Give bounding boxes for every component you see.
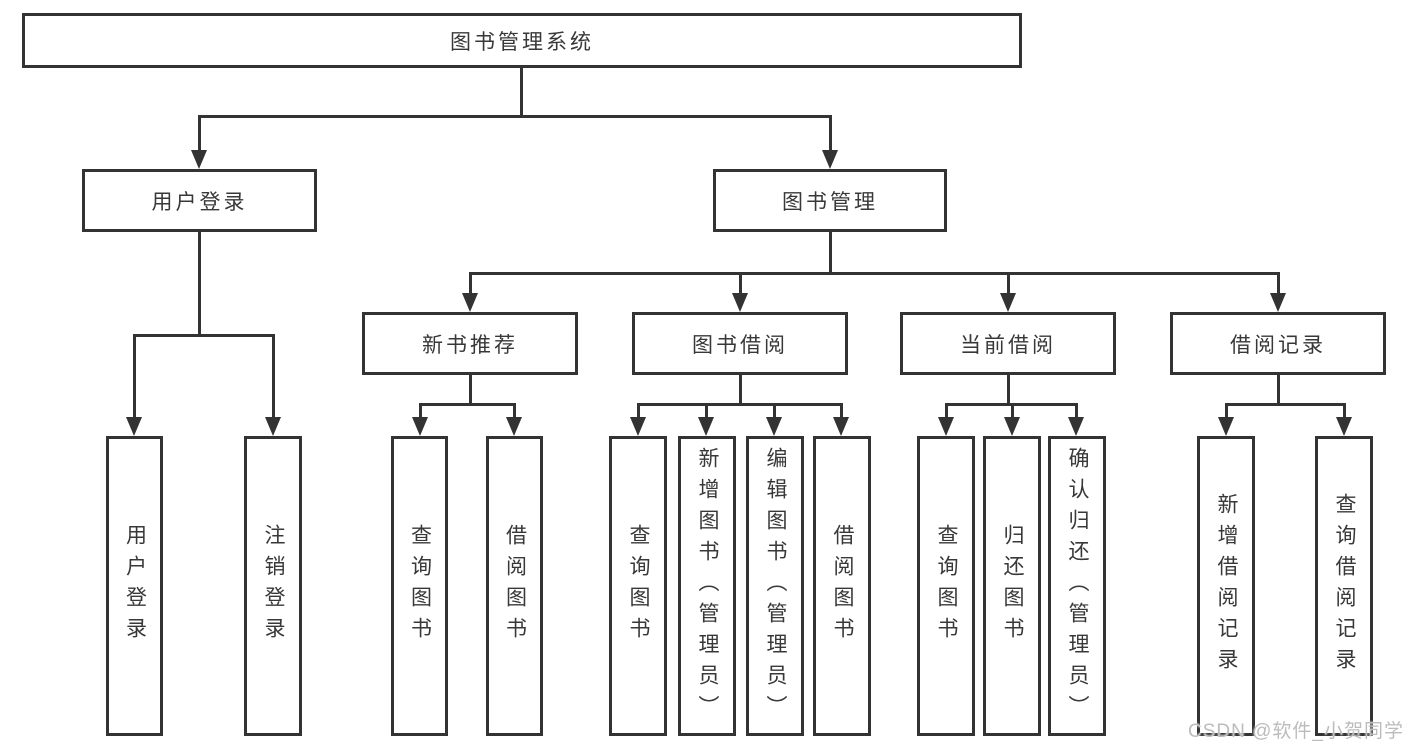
arrow-down-icon — [462, 293, 478, 312]
arrow-down-icon — [191, 150, 207, 169]
leaf-label: 查询图书 — [935, 524, 958, 648]
node-label: 用户登录 — [151, 190, 248, 214]
arrow-down-icon — [126, 417, 142, 436]
csdn-watermark: CSDN @软件_小贺同学 — [1188, 721, 1404, 742]
leaf-label: 借阅图书 — [503, 524, 527, 648]
connector-stem — [739, 375, 742, 406]
node-book-borrowing: 图书借阅 — [632, 312, 848, 375]
leaf-return-books: 归还图书 — [983, 436, 1041, 736]
connector-drop — [1225, 403, 1228, 419]
connector-drop — [705, 403, 708, 419]
arrow-down-icon — [630, 417, 646, 436]
connector-rail — [1225, 403, 1344, 406]
node-label: 当前借阅 — [960, 333, 1056, 357]
arrow-down-icon — [938, 417, 954, 436]
leaf-query-books-3: 查询图书 — [917, 436, 975, 736]
leaf-label: 新增图书（管理员） — [696, 446, 719, 726]
leaf-label: 新增借阅记录 — [1215, 493, 1238, 679]
leaf-label: 查询图书 — [408, 524, 432, 648]
leaf-borrow-books-1: 借阅图书 — [486, 436, 543, 736]
arrow-down-icon — [822, 150, 838, 169]
leaf-label: 用户登录 — [123, 524, 147, 648]
node-new-book-recommendation: 新书推荐 — [362, 312, 578, 375]
connector-drop — [945, 403, 948, 419]
node-current-borrowing: 当前借阅 — [900, 312, 1116, 375]
connector-level1-rail — [198, 115, 832, 118]
leaf-label: 查询借阅记录 — [1333, 493, 1356, 679]
connector-drop — [739, 272, 742, 294]
connector-drop — [198, 115, 201, 151]
leaf-query-books-2: 查询图书 — [609, 436, 667, 736]
leaf-label: 确认归还（管理员） — [1066, 446, 1089, 726]
node-label: 借阅记录 — [1230, 333, 1326, 357]
arrow-down-icon — [265, 417, 281, 436]
connector-drop — [1011, 403, 1014, 419]
connector-rail — [419, 403, 515, 406]
connector-drop — [272, 334, 275, 419]
connector-root-stem — [520, 68, 523, 117]
connector-book-mgmt-stem — [829, 232, 832, 275]
connector-drop — [1075, 403, 1078, 419]
node-label: 图书管理系统 — [450, 30, 594, 54]
arrow-down-icon — [1000, 293, 1016, 312]
arrow-down-icon — [698, 417, 714, 436]
connector-user-login-stem — [198, 232, 201, 337]
leaf-label: 注销登录 — [262, 524, 285, 648]
connector-level2-rail — [469, 272, 1279, 275]
node-label: 图书管理 — [782, 190, 878, 214]
connector-drop — [1277, 272, 1280, 294]
arrow-down-icon — [1068, 417, 1084, 436]
connector-stem — [1277, 375, 1280, 406]
leaf-label: 编辑图书（管理员） — [764, 446, 787, 726]
leaf-label: 归还图书 — [1001, 524, 1024, 648]
leaf-edit-book-admin: 编辑图书（管理员） — [746, 436, 804, 736]
leaf-query-books-1: 查询图书 — [391, 436, 448, 736]
leaf-add-book-admin: 新增图书（管理员） — [678, 436, 736, 736]
connector-rail — [637, 403, 842, 406]
connector-drop — [133, 334, 136, 419]
connector-drop — [637, 403, 640, 419]
arrow-down-icon — [506, 417, 522, 436]
connector-drop — [773, 403, 776, 419]
connector-drop — [469, 272, 472, 294]
arrow-down-icon — [766, 417, 782, 436]
node-book-management: 图书管理 — [713, 169, 947, 232]
connector-drop — [513, 403, 516, 419]
connector-user-login-rail — [133, 334, 274, 337]
leaf-user-login: 用户登录 — [106, 436, 163, 736]
node-library-management-system: 图书管理系统 — [22, 13, 1022, 68]
node-label: 图书借阅 — [692, 333, 788, 357]
connector-stem — [1007, 375, 1010, 406]
connector-drop — [1343, 403, 1346, 419]
arrow-down-icon — [1336, 417, 1352, 436]
arrow-down-icon — [732, 293, 748, 312]
leaf-add-borrow-record: 新增借阅记录 — [1197, 436, 1255, 736]
connector-drop — [419, 403, 422, 419]
leaf-borrow-books-2: 借阅图书 — [813, 436, 871, 736]
connector-drop — [829, 115, 832, 151]
node-label: 新书推荐 — [422, 333, 518, 357]
arrow-down-icon — [1218, 417, 1234, 436]
leaf-logout: 注销登录 — [244, 436, 302, 736]
leaf-label: 查询图书 — [627, 524, 650, 648]
leaf-label: 借阅图书 — [831, 524, 854, 648]
leaf-confirm-return-admin: 确认归还（管理员） — [1048, 436, 1106, 736]
arrow-down-icon — [412, 417, 428, 436]
node-user-login: 用户登录 — [82, 169, 317, 232]
leaf-query-borrow-record: 查询借阅记录 — [1315, 436, 1373, 736]
arrow-down-icon — [1004, 417, 1020, 436]
connector-stem — [469, 375, 472, 406]
node-borrowing-records: 借阅记录 — [1170, 312, 1386, 375]
connector-drop — [1007, 272, 1010, 294]
arrow-down-icon — [1270, 293, 1286, 312]
connector-drop — [840, 403, 843, 419]
arrow-down-icon — [833, 417, 849, 436]
